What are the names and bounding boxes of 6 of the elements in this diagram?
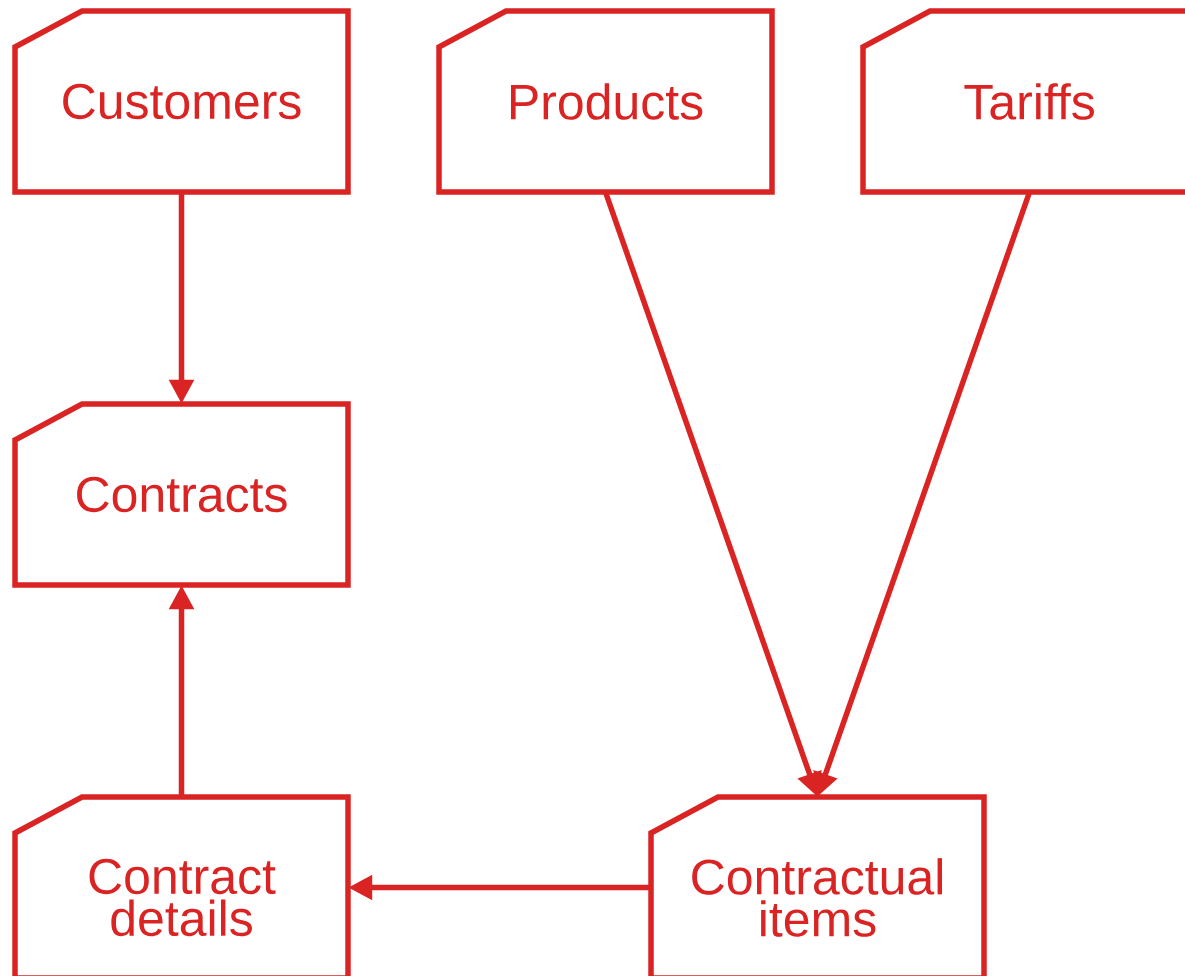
card-box: Tariffs <box>860 8 1185 195</box>
card-box: Contract details <box>12 794 351 976</box>
card-box: Products <box>436 8 775 195</box>
card-box: Contracts <box>12 401 351 588</box>
card-box: Customers <box>12 8 351 195</box>
card-box: Contractual items <box>648 794 987 976</box>
